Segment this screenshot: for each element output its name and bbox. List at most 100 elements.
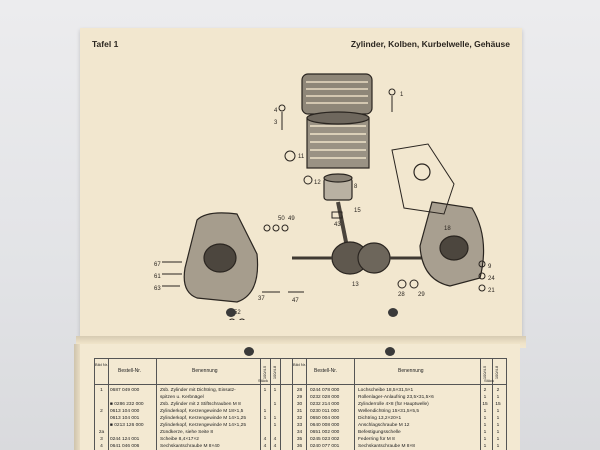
- parts-cell-bild: 1: [100, 388, 103, 393]
- header-variant-b: 100/4.8: [272, 365, 278, 380]
- right-crankcase-illustration: [419, 201, 485, 287]
- parts-cell-a: 1: [483, 423, 487, 428]
- parts-cell-b: 4: [273, 444, 277, 449]
- header-bestell-nr: Bestell-Nr.: [118, 368, 142, 374]
- parts-cell-b: 1: [496, 409, 500, 414]
- header-stueck-right: Stück: [484, 378, 495, 383]
- crankshaft-illustration: [292, 201, 430, 275]
- binder-hole-left: [226, 308, 236, 317]
- callout-49: 49: [288, 216, 295, 222]
- parts-cell-bestell: 0651 002 000: [310, 430, 340, 435]
- callout-11: 11: [298, 154, 305, 160]
- parts-cell-bestell: 0613 104 001: [110, 416, 140, 421]
- callout-67: 67: [154, 262, 161, 268]
- parts-cell-b: 1: [496, 437, 500, 442]
- parts-cell-b: 1: [496, 444, 500, 449]
- cylinder-head-illustration: [301, 73, 373, 115]
- plate-heading: Zylinder, Kolben, Kurbelwelle, Gehäuse: [350, 39, 510, 49]
- parts-cell-b: 1: [273, 388, 277, 393]
- header-benennung-right: Benennung: [398, 368, 424, 374]
- parts-cell-benennung: Zsb. Zylinder mit Dichtring, Einsatz-: [160, 388, 236, 393]
- parts-cell-benennung: Zylinderkopf, Kerzengewinde M 18×1,5: [160, 409, 244, 414]
- callout-1: 1: [400, 92, 404, 98]
- parts-cell-benennung: Sechskantschraube M 8×40: [160, 444, 220, 449]
- parts-cell-b: 1: [496, 416, 500, 421]
- callout-18: 18: [444, 226, 451, 232]
- parts-cell-bestell: 0244 078 000: [310, 388, 340, 393]
- parts-cell-bild: 36: [296, 444, 303, 449]
- parts-cell-b: 4: [273, 437, 277, 442]
- parts-cell-bild: 2: [100, 409, 103, 414]
- parts-cell-a: 4: [263, 437, 267, 442]
- binder-hole-right: [388, 308, 398, 317]
- cylinder-barrel-illustration: [306, 111, 370, 169]
- parts-cell-a: 1: [483, 430, 487, 435]
- parts-cell-bestell: 0640 008 000: [310, 423, 340, 428]
- header-stueck: Stück: [258, 378, 269, 383]
- parts-cell-bild: 32: [296, 416, 303, 421]
- parts-cell-benennung: Zündkerze, siehe Seite 8: [160, 430, 214, 435]
- callout-52: 52: [234, 310, 241, 316]
- parts-cell-bild: 3: [100, 437, 103, 442]
- parts-cell-bestell: 0641 046 006: [110, 444, 140, 449]
- header-variant-b-right: 100/4.8: [494, 365, 500, 380]
- parts-cell-benennung: Anschlagschraube M 12: [358, 423, 410, 428]
- gasket-illustration: [391, 143, 455, 215]
- parts-cell-bestell: 0244 124 001: [110, 437, 140, 442]
- binder-hole-lower-left: [244, 347, 254, 356]
- lower-page-edge: [74, 344, 82, 450]
- callout-15: 15: [354, 208, 361, 214]
- parts-cell-bestell: 0245 023 002: [310, 437, 340, 442]
- parts-cell-a: 1: [483, 416, 487, 421]
- parts-cell-bild: 4: [100, 444, 103, 449]
- parts-cell-a: 1: [483, 395, 487, 400]
- parts-cell-bestell: 0650 004 000: [310, 416, 340, 421]
- parts-cell-b: 1: [273, 402, 277, 407]
- parts-cell-b: 15: [495, 402, 501, 407]
- parts-cell-b: 1: [496, 395, 500, 400]
- parts-cell-benennung: Sechskantschraube M 8×8: [358, 444, 415, 449]
- parts-cell-bild: 2a: [98, 430, 105, 435]
- parts-cell-b: 1: [496, 430, 500, 435]
- parts-cell-bild: 34: [296, 430, 303, 435]
- parts-cell-benennung: Dichtring 13,2×20×1: [358, 416, 402, 421]
- left-crankcase-illustration: [183, 212, 259, 303]
- parts-cell-benennung: Zylinderkopf, Kerzengewinde M 14×1,25: [160, 423, 246, 428]
- parts-cell-a: 1: [483, 437, 487, 442]
- callout-61: 61: [154, 274, 161, 280]
- parts-cell-bild: 33: [296, 423, 303, 428]
- callout-37: 37: [258, 296, 265, 302]
- parts-cell-a: 4: [263, 444, 267, 449]
- callout-12: 12: [314, 180, 321, 186]
- callout-3: 3: [274, 120, 278, 126]
- parts-cell-bestell: ■ 0213 126 000: [110, 423, 144, 428]
- parts-cell-bild: 29: [296, 395, 303, 400]
- parts-cell-bestell: 0240 077 001: [310, 444, 340, 449]
- callout-50: 50: [278, 216, 285, 222]
- piston-illustration: [323, 173, 353, 201]
- exploded-view-drawing: 4 3 1 11 12 8 15 43 50 49 67 61 63 37 47…: [154, 73, 495, 320]
- parts-cell-bestell: ■ 0286 232 000: [110, 402, 144, 407]
- callout-63: 63: [154, 286, 161, 292]
- parts-cell-b: 2: [496, 388, 500, 393]
- parts-cell-a: 1: [263, 388, 267, 393]
- parts-cell-b: 1: [496, 423, 500, 428]
- callout-29: 29: [418, 292, 425, 298]
- parts-cell-bild: 30: [296, 402, 303, 407]
- parts-cell-benennung: Befestigungsschelle: [358, 430, 401, 435]
- plate-page: Tafel 1 Zylinder, Kolben, Kurbelwelle, G…: [80, 28, 522, 336]
- parts-cell-a: 1: [483, 444, 487, 449]
- header-bild-nr-right: Bild Nr.: [293, 362, 306, 367]
- callout-8: 8: [354, 184, 358, 190]
- parts-list-page: Bild Nr. Bestell-Nr. Benennung 100/4.5 1…: [80, 344, 520, 450]
- callout-21: 21: [488, 288, 495, 294]
- parts-cell-b: 1: [273, 416, 277, 421]
- parts-cell-bestell: 0687 049 000: [110, 388, 140, 393]
- parts-cell-benennung: spitzen u. Kerbnägel: [160, 395, 204, 400]
- parts-cell-benennung: Lochscheibe 18,5×31,5×1: [358, 388, 414, 393]
- parts-cell-benennung: Rollenlager-Anlaufring 23,5×31,5×6: [358, 395, 434, 400]
- parts-cell-benennung: Zylinderkopf, Kerzengewinde M 14×1,25: [160, 416, 246, 421]
- callout-13: 13: [352, 282, 359, 288]
- callout-28: 28: [398, 292, 405, 298]
- parts-cell-a: 15: [482, 402, 488, 407]
